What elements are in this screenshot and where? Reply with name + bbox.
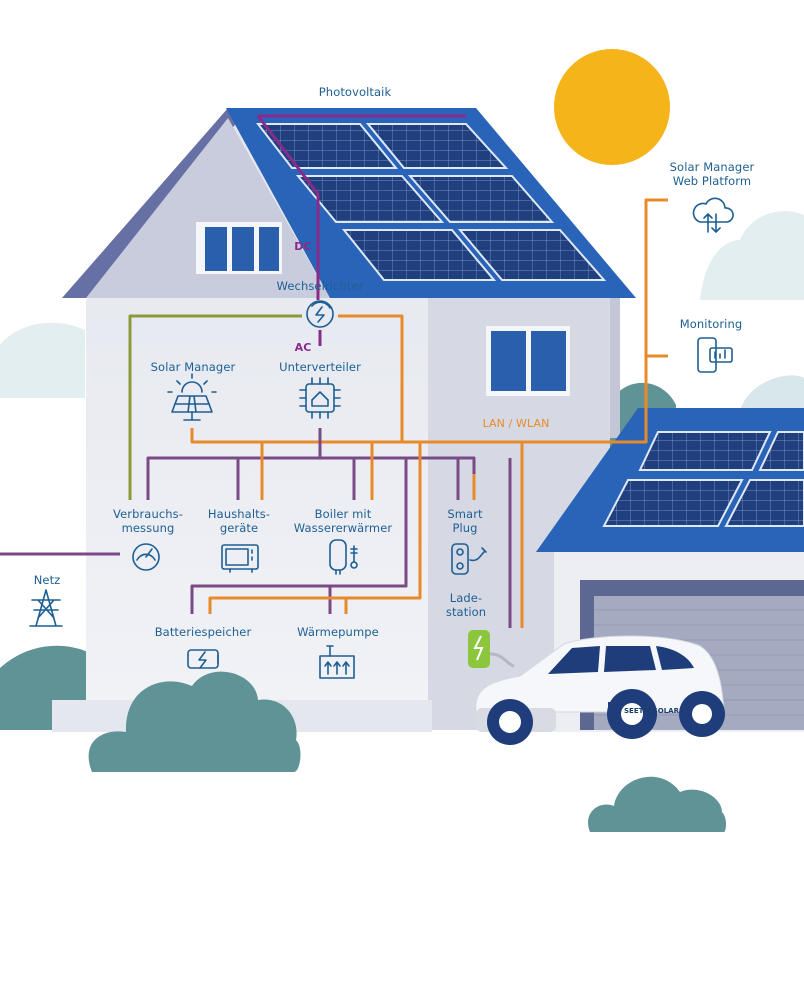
web-platform-label-1: Solar Manager	[669, 160, 755, 174]
charging-station	[468, 630, 515, 668]
netz-label: Netz	[33, 573, 61, 587]
monitoring-label: Monitoring	[679, 317, 743, 331]
ladestation-label-2: station	[445, 605, 487, 619]
ladestation-label-1: Lade-	[449, 591, 483, 605]
battery-icon	[187, 649, 219, 669]
electric-car	[475, 635, 725, 745]
pylon-icon	[29, 589, 63, 627]
meter-icon	[132, 543, 160, 571]
inverter-icon	[306, 300, 334, 328]
smart-plug-label-1: Smart	[447, 507, 483, 521]
sun	[554, 49, 670, 165]
lan-wlan-label: LAN / WLAN	[482, 417, 550, 430]
smart-plug-label-2: Plug	[452, 521, 478, 535]
verbrauchsmessung-label-2: messung	[121, 521, 175, 535]
solar-manager-icon	[167, 373, 217, 421]
ac-label: AC	[294, 341, 312, 354]
haushaltsgeraete-label-2: geräte	[219, 521, 259, 535]
dc-label: DC	[294, 240, 312, 253]
smart-plug-icon	[451, 543, 487, 575]
batteriespeicher-label: Batteriespeicher	[154, 625, 252, 639]
monitoring-icon	[697, 337, 733, 373]
heat-pump-icon	[319, 645, 355, 679]
boiler-label-2: Wassererwärmer	[293, 521, 393, 535]
wechselrichter-label: Wechselrichter	[276, 279, 364, 293]
microwave-icon	[221, 544, 259, 573]
web-platform-label-2: Web Platform	[672, 174, 752, 188]
distribution-icon	[299, 377, 341, 419]
cloud-upload-icon	[692, 197, 734, 233]
photovoltaik-label: Photovoltaik	[318, 85, 392, 99]
boiler-icon	[329, 539, 358, 575]
waermepumpe-label: Wärmepumpe	[297, 625, 379, 639]
unterverteiler-label: Unterverteiler	[279, 360, 361, 374]
background-clouds	[0, 211, 804, 410]
connection-lines	[0, 114, 668, 628]
haushaltsgeraete-label-1: Haushalts-	[207, 507, 271, 521]
car-brand-label: SEETALSOLAR	[624, 707, 679, 715]
foreground-clouds	[88, 671, 726, 832]
solar-manager-label: Solar Manager	[150, 360, 236, 374]
boiler-label-1: Boiler mit	[314, 507, 372, 521]
verbrauchsmessung-label-1: Verbrauchs-	[113, 507, 183, 521]
